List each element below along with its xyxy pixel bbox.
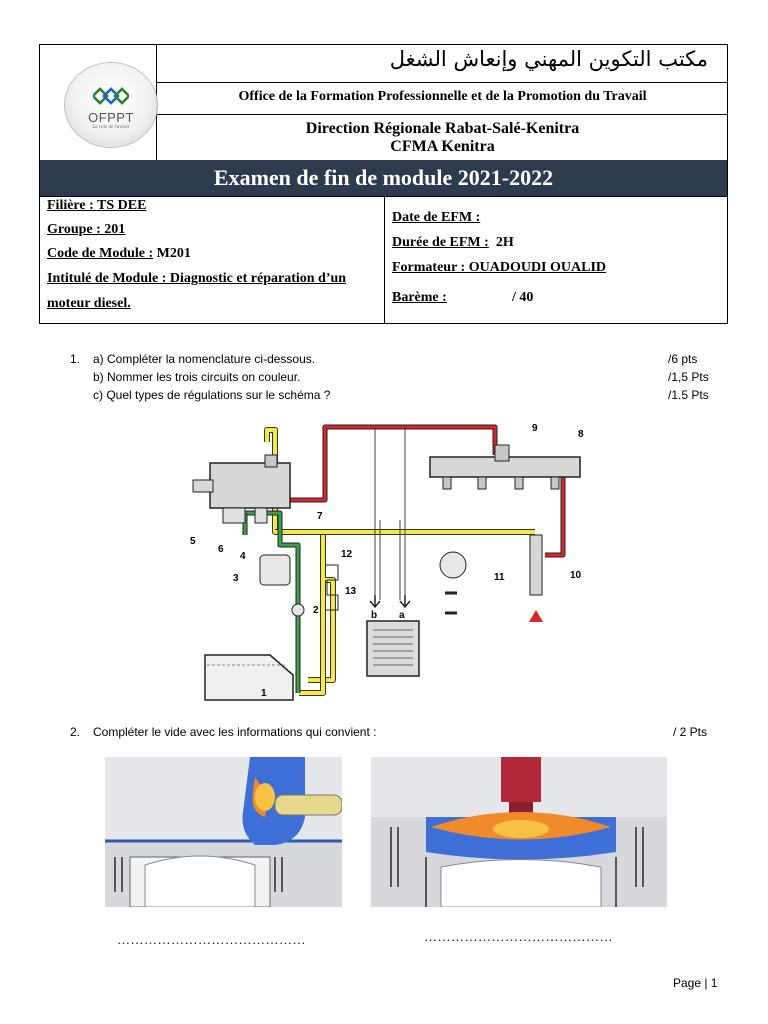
q1c-points: /1.5 Pts xyxy=(668,388,709,402)
intitule-label: Intitulé de Module : xyxy=(47,271,167,286)
q1b-text: b) Nommer les trois circuits on couleur. xyxy=(93,370,301,384)
region-name: Direction Régionale Rabat-Salé-Kenitra xyxy=(305,120,580,137)
direct-injection-image xyxy=(371,757,667,907)
label-6: 6 xyxy=(218,544,224,555)
answer-blank-left[interactable]: …………………………………… xyxy=(117,932,306,947)
fuel-cooler xyxy=(325,564,339,611)
center-name: CFMA Kenitra xyxy=(390,138,495,155)
q1c-text: c) Quel types de régulations sur le sché… xyxy=(93,388,331,402)
office-name: Office de la Formation Professionnelle e… xyxy=(157,82,728,115)
high-pressure-pump xyxy=(209,462,291,509)
label-b: b xyxy=(371,610,377,621)
exam-title: Examen de fin de module 2021-2022 xyxy=(40,160,727,196)
bareme-label: Barème : xyxy=(392,290,447,305)
label-2: 2 xyxy=(313,605,319,616)
module-info-left: Filière : TS DEE Groupe : 201 Code de Mo… xyxy=(40,196,385,323)
label-9: 9 xyxy=(532,423,538,434)
q1b-points: /1,5 Pts xyxy=(668,370,709,384)
formateur-label: Formateur : xyxy=(392,260,466,275)
label-4: 4 xyxy=(240,551,246,562)
label-3: 3 xyxy=(233,573,239,584)
intitule-module: Intitulé de Module : Diagnostic et répar… xyxy=(47,271,346,287)
logo-text: OFPPT xyxy=(88,110,134,125)
logo-tagline: La voie de l'avenir xyxy=(92,125,130,130)
label-11: 11 xyxy=(494,572,505,583)
hand-pump xyxy=(291,603,305,617)
label-10: 10 xyxy=(570,570,582,581)
indirect-injection-image xyxy=(105,757,342,907)
filiere: Filière : TS DEE xyxy=(47,198,147,213)
return-line-tank xyxy=(299,580,326,696)
common-rail-diagram: 1 2 3 4 5 6 7 8 9 10 11 12 13 a b xyxy=(190,423,584,701)
arabic-title-row: مكتب التكوين المهني وإنعاش الشغل xyxy=(157,45,728,82)
duree-efm: Durée de EFM : 2H xyxy=(392,235,514,251)
q1-number: 1. xyxy=(70,352,81,366)
q1a-text: a) Compléter la nomenclature ci-dessous. xyxy=(93,352,316,366)
module-info-right: Date de EFM : Durée de EFM : 2H Formateu… xyxy=(385,196,727,323)
code-module: Code de Module : M201 xyxy=(47,246,191,262)
code-value: M201 xyxy=(153,246,191,261)
ofppt-emblem-icon xyxy=(93,87,129,105)
q2-points: / 2 Pts xyxy=(673,725,708,739)
ecu xyxy=(366,620,420,677)
label-a: a xyxy=(399,610,405,621)
answer-blank-right[interactable]: …………………………………… xyxy=(424,929,613,944)
code-label: Code de Module : xyxy=(47,246,154,261)
formateur-value: OUADOUDI OUALID xyxy=(465,260,607,275)
label-5: 5 xyxy=(190,536,196,547)
date-efm-label: Date de EFM : xyxy=(392,210,481,225)
fuel-tank xyxy=(204,654,294,701)
region-block: Direction Régionale Rabat-Salé-Kenitra C… xyxy=(157,117,728,159)
q1a-points: /6 pts xyxy=(668,352,698,366)
duree-value: 2H xyxy=(495,235,514,250)
exam-header-table: OFPPT La voie de l'avenir مكتب التكوين ا… xyxy=(39,44,728,324)
label-13: 13 xyxy=(345,586,357,597)
formateur: Formateur : OUADOUDI OUALID xyxy=(392,260,606,276)
intitule-value-continued: moteur diesel. xyxy=(47,296,131,311)
page-number: Page | 1 xyxy=(673,976,718,990)
label-1: 1 xyxy=(261,688,267,699)
bareme: Barème : / 40 xyxy=(392,290,533,306)
groupe: Groupe : 201 xyxy=(47,222,126,237)
intitule-value: Diagnostic et réparation d’un xyxy=(166,271,347,286)
duree-label: Durée de EFM : xyxy=(392,235,489,250)
label-12: 12 xyxy=(341,549,353,560)
arabic-title: مكتب التكوين المهني وإنعاش الشغل xyxy=(389,47,708,71)
label-8: 8 xyxy=(578,429,584,440)
q2-number: 2. xyxy=(70,725,81,739)
label-7: 7 xyxy=(317,511,323,522)
fuel-filter xyxy=(259,554,291,586)
bareme-value: / 40 xyxy=(512,290,534,305)
injector xyxy=(529,534,543,596)
pressure-sensor xyxy=(439,551,467,579)
logo-cell: OFPPT La voie de l'avenir xyxy=(40,45,157,160)
q2-text: Compléter le vide avec les informations … xyxy=(93,725,377,739)
ofppt-logo: OFPPT La voie de l'avenir xyxy=(65,63,157,147)
